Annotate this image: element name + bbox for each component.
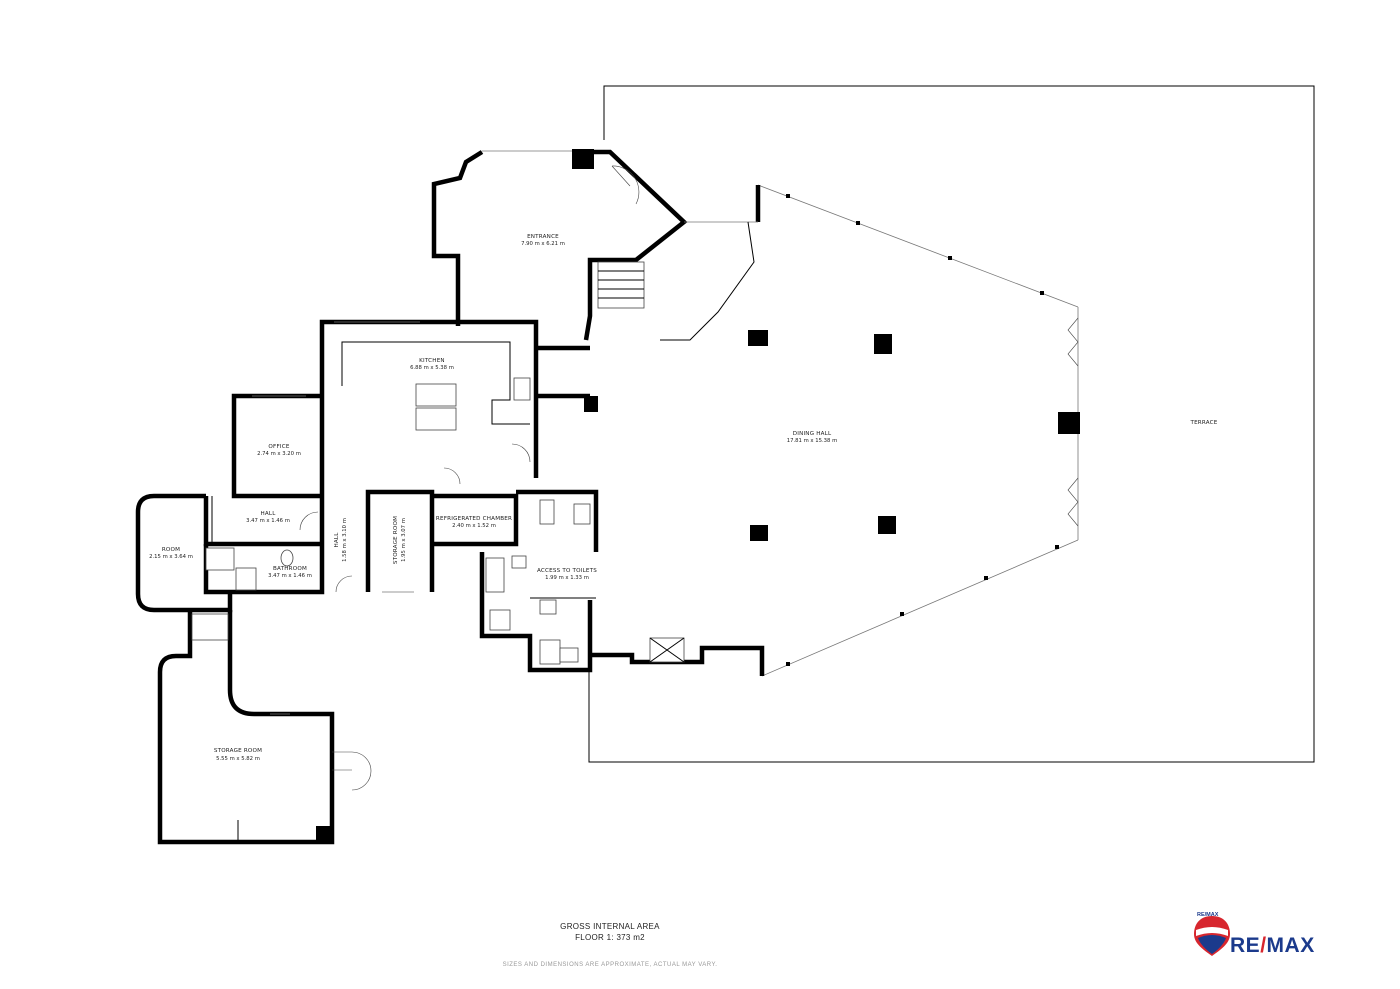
label-storage-small: STORAGE ROOM — [393, 516, 399, 564]
gross-area-value: FLOOR 1: 373 m2 — [575, 933, 645, 942]
label-storage-large: STORAGE ROOM — [214, 748, 262, 754]
gross-area: GROSS INTERNAL AREA FLOOR 1: 373 m2 — [480, 921, 740, 943]
label-dining: DINING HALL — [793, 431, 832, 437]
label-terrace: TERRACE — [1189, 420, 1217, 426]
label-entrance: ENTRANCE — [527, 234, 559, 240]
dims-toilets: 1.99 m x 1.33 m — [545, 575, 589, 581]
logo-slash: / — [1260, 934, 1267, 957]
dims-hall: 3.47 m x 1.46 m — [246, 518, 290, 524]
label-toilets: ACCESS TO TOILETS — [537, 568, 597, 574]
logo-wordmark: RE/MAX — [1230, 934, 1315, 958]
office-walls — [231, 393, 322, 499]
dims-room: 2.15 m x 3.64 m — [149, 554, 193, 560]
column — [750, 525, 768, 541]
label-bathroom: BATHROOM — [273, 566, 307, 572]
dims-dining: 17.81 m x 15.38 m — [787, 438, 838, 444]
column — [748, 330, 768, 346]
toilets-walls — [479, 489, 599, 673]
label-hall-vertical: HALL — [334, 532, 340, 548]
label-kitchen: KITCHEN — [419, 358, 445, 364]
room-walls — [135, 493, 233, 613]
disclaimer: SIZES AND DIMENSIONS ARE APPROXIMATE, AC… — [502, 962, 718, 968]
column — [874, 334, 892, 354]
stairs — [597, 261, 645, 309]
column — [1058, 412, 1080, 434]
logo-re: RE — [1230, 934, 1261, 957]
terrace-outline — [588, 85, 1315, 763]
refrigerated-walls — [432, 493, 519, 547]
entrance-walls — [431, 149, 758, 341]
logo-small-text: RE/MAX — [1197, 912, 1219, 918]
label-office: OFFICE — [268, 444, 289, 450]
kitchen-walls — [319, 319, 598, 485]
label-refrigerated: REFRIGERATED CHAMBER — [436, 516, 512, 522]
dims-kitchen: 6.88 m x 5.38 m — [410, 365, 454, 371]
dims-entrance: 7.90 m x 6.21 m — [521, 241, 565, 247]
logo-max: MAX — [1266, 934, 1315, 957]
dims-office: 2.74 m x 3.20 m — [257, 451, 301, 457]
label-hall: HALL — [260, 511, 276, 517]
dims-refrigerated: 2.40 m x 1.52 m — [452, 523, 496, 529]
balloon-icon — [1194, 916, 1230, 956]
column — [878, 516, 896, 534]
dims-storage-large: 5.55 m x 5.82 m — [216, 756, 260, 762]
dims-bathroom: 3.47 m x 1.46 m — [268, 573, 312, 579]
hall-bath-walls — [203, 478, 325, 595]
storage-large-walls — [157, 610, 372, 845]
hall2-storage-walls — [335, 489, 435, 593]
gross-area-title: GROSS INTERNAL AREA — [560, 922, 660, 931]
remax-logo: RE/MAX RE/MAX — [1192, 912, 1342, 962]
dims-hall-vertical: 1.58 m x 3.10 m — [342, 518, 348, 562]
dining-hall-walls — [592, 184, 1080, 677]
label-room: ROOM — [162, 547, 180, 553]
dims-storage-small: 1.95 m x 3.07 m — [401, 518, 407, 562]
